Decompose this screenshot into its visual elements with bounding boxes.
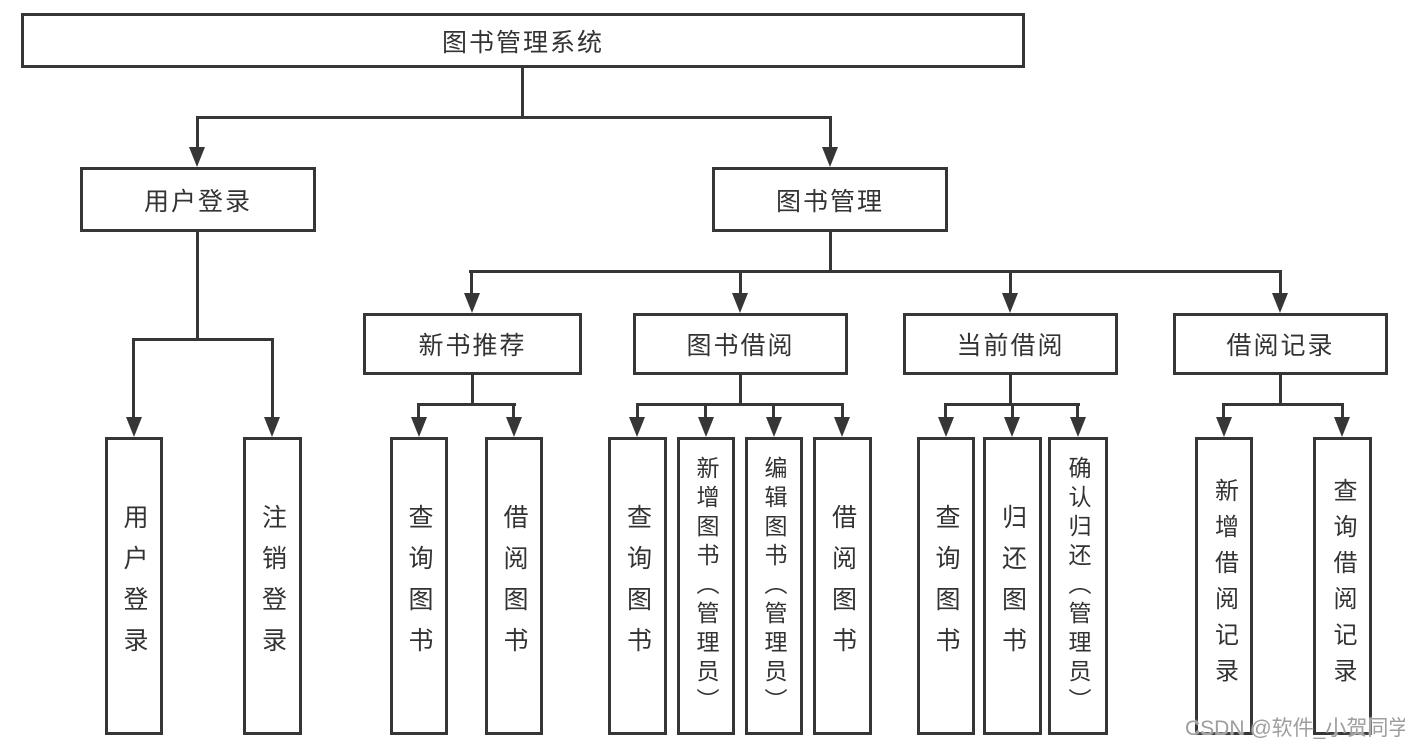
connector-line <box>196 232 199 341</box>
node-label-new-book-rec: 新书推荐 <box>418 332 527 360</box>
arrowhead-icon <box>822 147 838 167</box>
connector-line <box>739 375 742 406</box>
connector-line <box>196 116 199 150</box>
leaf-label-rec-add-record: 新增借阅记录 <box>1210 478 1238 694</box>
connector-line <box>417 403 420 419</box>
connector-line <box>829 116 832 150</box>
arrowhead-icon <box>126 417 142 437</box>
leaf-label-cur-return-book: 归还图书 <box>998 504 1027 668</box>
arrowhead-icon <box>1216 417 1232 437</box>
leaf-box-bb-edit-book-admin: 编辑图书（管理员） <box>745 437 803 735</box>
connector-line <box>1341 403 1344 419</box>
leaf-label-rec-query-book: 查询图书 <box>405 504 433 668</box>
arrowhead-icon <box>698 417 714 437</box>
node-box-current-borrow: 当前借阅 <box>903 313 1118 375</box>
arrowhead-icon <box>766 417 782 437</box>
node-box-new-book-rec: 新书推荐 <box>363 313 582 375</box>
leaf-label-cur-query-book: 查询图书 <box>932 504 960 668</box>
connector-line <box>1009 375 1012 406</box>
leaf-box-user-login: 用户登录 <box>105 437 163 735</box>
leaf-box-bb-add-book-admin: 新增图书（管理员） <box>677 437 735 735</box>
node-label-book-mgmt: 图书管理 <box>775 187 884 216</box>
connector-line <box>1223 403 1344 406</box>
connector-line <box>417 403 516 406</box>
arrowhead-icon <box>506 417 522 437</box>
arrowhead-icon <box>1002 293 1018 313</box>
node-label-borrow-records: 借阅记录 <box>1226 332 1335 360</box>
arrowhead-icon <box>834 417 850 437</box>
connector-line <box>739 270 742 296</box>
leaf-box-cur-query-book: 查询图书 <box>917 437 975 735</box>
leaf-label-cur-confirm-return-admin: 确认归还（管理员） <box>1065 455 1091 717</box>
connector-line <box>636 403 844 406</box>
node-label-root: 图书管理系统 <box>441 28 604 57</box>
node-label-user-login: 用户登录 <box>143 187 252 216</box>
connector-line <box>1279 270 1282 296</box>
arrowhead-icon <box>732 293 748 313</box>
connector-line <box>841 403 844 419</box>
leaf-box-bb-borrow-book: 借阅图书 <box>813 437 872 735</box>
leaf-box-logout: 注销登录 <box>243 437 302 735</box>
node-box-borrow-records: 借阅记录 <box>1173 313 1388 375</box>
leaf-label-bb-query-book: 查询图书 <box>623 504 652 668</box>
connector-line <box>636 403 639 419</box>
arrowhead-icon <box>629 417 645 437</box>
connector-line <box>132 338 135 419</box>
connector-line <box>1009 270 1012 296</box>
connector-line <box>512 403 515 419</box>
connector-line <box>772 403 775 419</box>
csdn-watermark: CSDN @软件_小贺同学 <box>1185 717 1405 740</box>
arrowhead-icon <box>264 417 280 437</box>
leaf-box-rec-query-record: 查询借阅记录 <box>1313 437 1372 735</box>
leaf-box-rec-borrow-book: 借阅图书 <box>485 437 543 735</box>
connector-line <box>1222 403 1225 419</box>
leaf-box-rec-query-book: 查询图书 <box>390 437 448 735</box>
leaf-label-logout: 注销登录 <box>258 504 287 668</box>
connector-line <box>471 375 474 406</box>
leaf-label-bb-add-book-admin: 新增图书（管理员） <box>693 455 719 717</box>
connector-line <box>470 270 473 296</box>
node-box-book-borrow: 图书借阅 <box>633 313 848 375</box>
arrowhead-icon <box>1334 417 1350 437</box>
connector-line <box>1011 403 1014 419</box>
leaf-label-user-login: 用户登录 <box>120 504 148 668</box>
node-box-root: 图书管理系统 <box>21 13 1025 68</box>
arrowhead-icon <box>1272 293 1288 313</box>
node-label-current-borrow: 当前借阅 <box>956 332 1065 360</box>
connector-line <box>469 270 1282 273</box>
leaf-label-bb-edit-book-admin: 编辑图书（管理员） <box>761 455 787 717</box>
connector-line <box>196 116 832 119</box>
node-label-book-borrow: 图书借阅 <box>686 332 795 360</box>
connector-line <box>521 68 524 116</box>
arrowhead-icon <box>189 147 205 167</box>
node-box-user-login: 用户登录 <box>80 167 316 232</box>
connector-line <box>704 403 707 419</box>
arrowhead-icon <box>1004 417 1020 437</box>
leaf-box-rec-add-record: 新增借阅记录 <box>1195 437 1253 735</box>
connector-line <box>1076 403 1079 419</box>
arrowhead-icon <box>1070 417 1086 437</box>
node-box-book-mgmt: 图书管理 <box>712 167 948 232</box>
leaf-box-bb-query-book: 查询图书 <box>608 437 667 735</box>
connector-line <box>829 232 832 273</box>
leaf-label-bb-borrow-book: 借阅图书 <box>828 504 857 668</box>
leaf-box-cur-return-book: 归还图书 <box>983 437 1042 735</box>
connector-line <box>271 338 274 419</box>
leaf-label-rec-borrow-book: 借阅图书 <box>500 504 528 668</box>
connector-line <box>132 338 274 341</box>
arrowhead-icon <box>938 417 954 437</box>
arrowhead-icon <box>464 293 480 313</box>
leaf-box-cur-confirm-return-admin: 确认归还（管理员） <box>1048 437 1108 735</box>
connector-line <box>944 403 947 419</box>
connector-line <box>1279 375 1282 406</box>
leaf-label-rec-query-record: 查询借阅记录 <box>1329 478 1356 694</box>
arrowhead-icon <box>411 417 427 437</box>
